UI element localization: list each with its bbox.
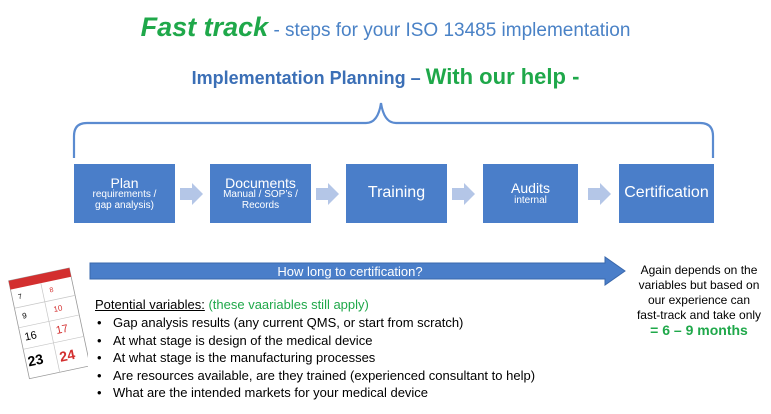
step-documents-sub2: Records xyxy=(241,199,280,211)
list-item: Are resources available, are they traine… xyxy=(95,367,615,385)
calendar-number: 10 xyxy=(53,303,64,314)
calendar-number: 16 xyxy=(24,329,38,343)
curly-brace xyxy=(72,102,715,158)
variables-heading: Potential variables: xyxy=(95,297,205,312)
step-documents-title: Documents xyxy=(225,174,296,191)
list-item: What are the intended markets for your m… xyxy=(95,384,615,402)
subtitle-part1: Implementation Planning – xyxy=(191,68,426,88)
note-line: fast-track and take only xyxy=(636,308,762,322)
calendar-icon: 7 8 9 10 16 17 23 24 xyxy=(8,267,88,380)
calendar-number: 9 xyxy=(21,311,28,321)
variables-heading-line: Potential variables: (these vaariables s… xyxy=(95,297,615,312)
title-rest: - steps for your ISO 13485 implementatio… xyxy=(268,20,631,41)
step-audits: Audits internal xyxy=(483,164,578,223)
variables-list: Gap analysis results (any current QMS, o… xyxy=(95,314,615,402)
step-training: Training xyxy=(346,164,447,223)
duration-note: Again depends on the variables but based… xyxy=(630,263,768,338)
arrow-right-icon xyxy=(180,183,203,205)
variables-note: (these vaariables still apply) xyxy=(204,297,369,312)
step-plan-sub1: requirements / xyxy=(92,189,157,201)
timeline-arrow xyxy=(89,256,626,286)
variables-section: Potential variables: (these vaariables s… xyxy=(95,297,615,402)
step-documents-sub1: Manual / SOP’s / xyxy=(223,189,298,201)
calendar-number: 24 xyxy=(58,346,77,365)
list-item: At what stage is design of the medical d… xyxy=(95,332,615,350)
list-item: At what stage is the manufacturing proce… xyxy=(95,349,615,367)
step-plan: Plan requirements / gap analysis) xyxy=(74,164,175,223)
page-title: Fast track - steps for your ISO 13485 im… xyxy=(0,12,771,43)
step-audits-sub1: internal xyxy=(514,194,547,206)
arrow-right-icon xyxy=(588,183,611,205)
calendar-number: 7 xyxy=(18,293,23,301)
subtitle-part2: With our help - xyxy=(425,64,580,89)
calendar-number: 17 xyxy=(55,323,69,337)
duration-value: = 6 – 9 months xyxy=(650,322,748,338)
title-emphasis: Fast track xyxy=(140,12,269,42)
step-plan-title: Plan xyxy=(110,174,139,191)
note-line: Again depends on the xyxy=(640,263,758,277)
step-audits-title: Audits xyxy=(511,179,550,196)
step-certification-title: Certification xyxy=(624,184,709,202)
note-line: variables but based on xyxy=(638,278,760,292)
timeline-label: How long to certification? xyxy=(277,264,423,279)
list-item: Gap analysis results (any current QMS, o… xyxy=(95,314,615,332)
calendar-number: 23 xyxy=(26,351,45,370)
arrow-right-icon xyxy=(316,183,339,205)
step-certification: Certification xyxy=(619,164,714,223)
step-documents: Documents Manual / SOP’s / Records xyxy=(210,164,311,223)
step-training-title: Training xyxy=(367,184,426,202)
note-line: our experience can xyxy=(647,293,751,307)
arrow-right-icon xyxy=(452,183,475,205)
subtitle: Implementation Planning – With our help … xyxy=(0,64,771,90)
step-plan-sub2: gap analysis) xyxy=(95,199,154,211)
calendar-number: 8 xyxy=(49,287,54,295)
